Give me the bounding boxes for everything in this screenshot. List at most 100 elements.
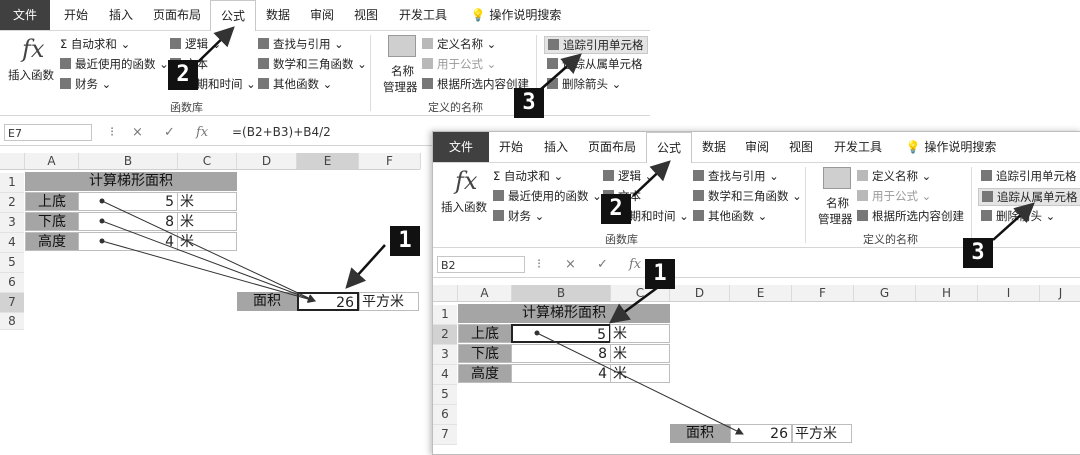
create-from-selection-button[interactable]: 根据所选内容创建 (857, 208, 964, 224)
name-manager-label-2[interactable]: 管理器 (818, 212, 853, 226)
column-header[interactable]: A (458, 285, 512, 301)
column-header[interactable]: E (297, 153, 359, 169)
cancel-icon[interactable]: × (132, 125, 143, 140)
tab-formulas[interactable]: 公式 (646, 132, 692, 164)
value-cell[interactable]: 4 (511, 364, 611, 383)
recent-functions-button[interactable]: 最近使用的函数 ⌄ (493, 188, 602, 204)
value-cell[interactable]: 8 (78, 212, 178, 231)
enter-icon[interactable]: ✓ (597, 257, 608, 272)
row-header[interactable]: 7 (433, 425, 457, 445)
row-header[interactable]: 6 (0, 273, 24, 293)
tab-review[interactable]: 审阅 (309, 8, 334, 22)
row-header[interactable]: 3 (433, 345, 457, 365)
area-value-cell[interactable]: 26 (297, 292, 359, 311)
value-cell[interactable]: 5 (78, 192, 178, 211)
row-header[interactable]: 1 (433, 305, 457, 325)
tab-developer[interactable]: 开发工具 (398, 8, 447, 22)
financial-button[interactable]: 财务 ⌄ (60, 76, 111, 92)
insert-function-button[interactable]: 插入函数 (8, 68, 54, 82)
cancel-icon[interactable]: × (565, 257, 576, 272)
more-functions-button[interactable]: 其他函数 ⌄ (693, 208, 767, 224)
unit-cell[interactable]: 米 (177, 232, 237, 251)
select-all-corner[interactable] (0, 153, 25, 169)
name-manager-label-1[interactable]: 名称 (391, 64, 414, 78)
unit-cell[interactable]: 米 (610, 364, 670, 383)
column-header[interactable]: H (916, 285, 978, 301)
column-header[interactable]: A (25, 153, 79, 169)
unit-cell[interactable]: 米 (177, 192, 237, 211)
row-header[interactable]: 8 (0, 313, 24, 330)
tab-data[interactable]: 数据 (701, 140, 726, 154)
row-header[interactable]: 7 (0, 293, 24, 313)
column-header[interactable]: G (854, 285, 916, 301)
row-header[interactable]: 5 (433, 385, 457, 405)
tab-data[interactable]: 数据 (265, 8, 290, 22)
unit-cell[interactable]: 米 (610, 344, 670, 363)
financial-button[interactable]: 财务 ⌄ (493, 208, 544, 224)
label-cell[interactable]: 下底 (25, 212, 79, 231)
math-button[interactable]: 数学和三角函数 ⌄ (258, 56, 367, 72)
trace-precedents-button[interactable]: 追踪引用单元格 (981, 168, 1077, 184)
tell-me-search[interactable]: 💡 操作说明搜索 (470, 8, 562, 22)
formula-input[interactable]: =(B2+B3)+B4/2 (232, 125, 331, 139)
insert-function-fx-icon[interactable]: fx (629, 257, 642, 272)
more-functions-button[interactable]: 其他函数 ⌄ (258, 76, 332, 92)
math-button[interactable]: 数学和三角函数 ⌄ (693, 188, 802, 204)
use-in-formula-button[interactable]: 用于公式 ⌄ (857, 188, 931, 204)
column-header[interactable]: B (512, 285, 611, 301)
title-cell[interactable]: 计算梯形面积 (25, 172, 237, 191)
value-cell[interactable]: 8 (511, 344, 611, 363)
label-cell[interactable]: 高度 (25, 232, 79, 251)
label-cell[interactable]: 上底 (25, 192, 79, 211)
select-all-corner[interactable] (433, 285, 458, 301)
trace-precedents-button[interactable]: 追踪引用单元格 (544, 36, 648, 54)
enter-icon[interactable]: ✓ (164, 125, 175, 140)
tab-home[interactable]: 开始 (63, 8, 88, 22)
tab-formulas[interactable]: 公式 (210, 0, 256, 32)
tab-developer[interactable]: 开发工具 (833, 140, 882, 154)
lookup-button[interactable]: 查找与引用 ⌄ (693, 168, 779, 184)
logical-button[interactable]: 逻辑 ⌄ (603, 168, 654, 184)
unit-cell[interactable]: 米 (177, 212, 237, 231)
name-manager-label-2[interactable]: 管理器 (383, 80, 418, 94)
label-cell[interactable]: 上底 (458, 324, 512, 343)
label-cell[interactable]: 高度 (458, 364, 512, 383)
row-header[interactable]: 3 (0, 213, 24, 233)
column-header[interactable]: I (978, 285, 1040, 301)
tab-view[interactable]: 视图 (788, 140, 813, 154)
tab-file[interactable]: 文件 (433, 132, 489, 162)
tab-file[interactable]: 文件 (0, 0, 50, 30)
column-header[interactable]: D (237, 153, 297, 169)
row-header[interactable]: 1 (0, 173, 24, 193)
area-value-cell[interactable]: 26 (730, 424, 792, 443)
create-from-selection-button[interactable]: 根据所选内容创建 (422, 76, 529, 92)
area-unit-cell[interactable]: 平方米 (359, 292, 419, 311)
area-label-cell[interactable]: 面积 (670, 424, 730, 443)
name-box[interactable]: B2 (437, 256, 525, 273)
tab-review[interactable]: 审阅 (744, 140, 769, 154)
column-header[interactable]: B (79, 153, 178, 169)
logical-button[interactable]: 逻辑 ⌄ (170, 36, 221, 52)
row-header[interactable]: 6 (433, 405, 457, 425)
title-cell[interactable]: 计算梯形面积 (458, 304, 670, 323)
column-header[interactable]: C (178, 153, 237, 169)
define-name-button[interactable]: 定义名称 ⌄ (422, 36, 496, 52)
column-header[interactable]: J (1040, 285, 1080, 301)
insert-function-fx-icon[interactable]: fx (196, 125, 209, 140)
insert-function-icon[interactable]: fx (22, 35, 45, 63)
tab-view[interactable]: 视图 (353, 8, 378, 22)
use-in-formula-button[interactable]: 用于公式 ⌄ (422, 56, 496, 72)
insert-function-button[interactable]: 插入函数 (441, 200, 487, 214)
row-header[interactable]: 4 (0, 233, 24, 253)
value-cell[interactable]: 4 (78, 232, 178, 251)
column-header[interactable]: F (792, 285, 854, 301)
row-header[interactable]: 4 (433, 365, 457, 385)
column-header[interactable]: F (359, 153, 421, 169)
column-header[interactable]: E (730, 285, 792, 301)
lookup-button[interactable]: 查找与引用 ⌄ (258, 36, 344, 52)
define-name-button[interactable]: 定义名称 ⌄ (857, 168, 931, 184)
area-unit-cell[interactable]: 平方米 (792, 424, 852, 443)
remove-arrows-button[interactable]: 删除箭头 ⌄ (547, 76, 621, 92)
recent-functions-button[interactable]: 最近使用的函数 ⌄ (60, 56, 169, 72)
remove-arrows-button[interactable]: 删除箭头 ⌄ (981, 208, 1055, 224)
